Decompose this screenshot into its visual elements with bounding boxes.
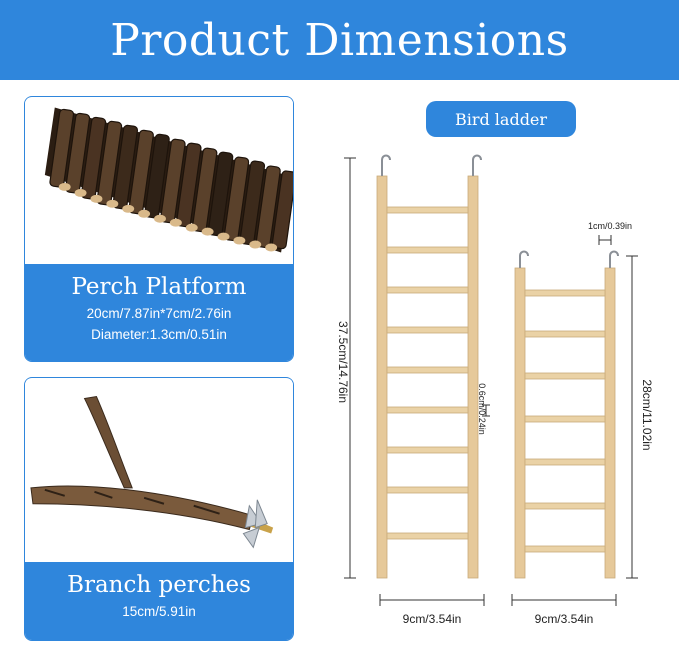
small-ladder bbox=[514, 250, 619, 579]
branch-perches-length: 15cm/5.91in bbox=[122, 604, 196, 619]
large-ladder-height-label: 37.5cm/14.76in bbox=[336, 320, 350, 404]
header-banner: Product Dimensions bbox=[0, 0, 679, 80]
perch-platform-diameter: Diameter:1.3cm/0.51in bbox=[91, 327, 227, 342]
branch-perches-card: Branch perches 15cm/5.91in bbox=[24, 377, 294, 641]
branch-perches-caption: Branch perches 15cm/5.91in bbox=[25, 562, 293, 640]
page-title: Product Dimensions bbox=[110, 14, 569, 66]
large-ladder bbox=[376, 154, 482, 579]
perch-platform-size: 20cm/7.87in*7cm/2.76in bbox=[86, 306, 232, 321]
small-ladder-width-label: 9cm/3.54in bbox=[534, 612, 594, 626]
small-ladder-height-label: 28cm/11.02in bbox=[640, 379, 654, 451]
perch-platform-image bbox=[25, 97, 293, 265]
bird-ladder-label: Bird ladder bbox=[426, 101, 576, 137]
large-ladder-width-label: 9cm/3.54in bbox=[402, 612, 462, 626]
perch-platform-caption: Perch Platform 20cm/7.87in*7cm/2.76in Di… bbox=[25, 264, 293, 361]
dimension-lines bbox=[344, 157, 638, 606]
rung-diameter-label: 0.6cm/0.24in bbox=[477, 383, 487, 435]
perch-platform-title: Perch Platform bbox=[71, 274, 247, 300]
rung-spacing-label: 1cm/0.39in bbox=[587, 221, 633, 231]
perch-platform-card: Perch Platform 20cm/7.87in*7cm/2.76in Di… bbox=[24, 96, 294, 362]
branch-perches-title: Branch perches bbox=[67, 572, 251, 598]
branch-perch-image bbox=[25, 378, 293, 564]
